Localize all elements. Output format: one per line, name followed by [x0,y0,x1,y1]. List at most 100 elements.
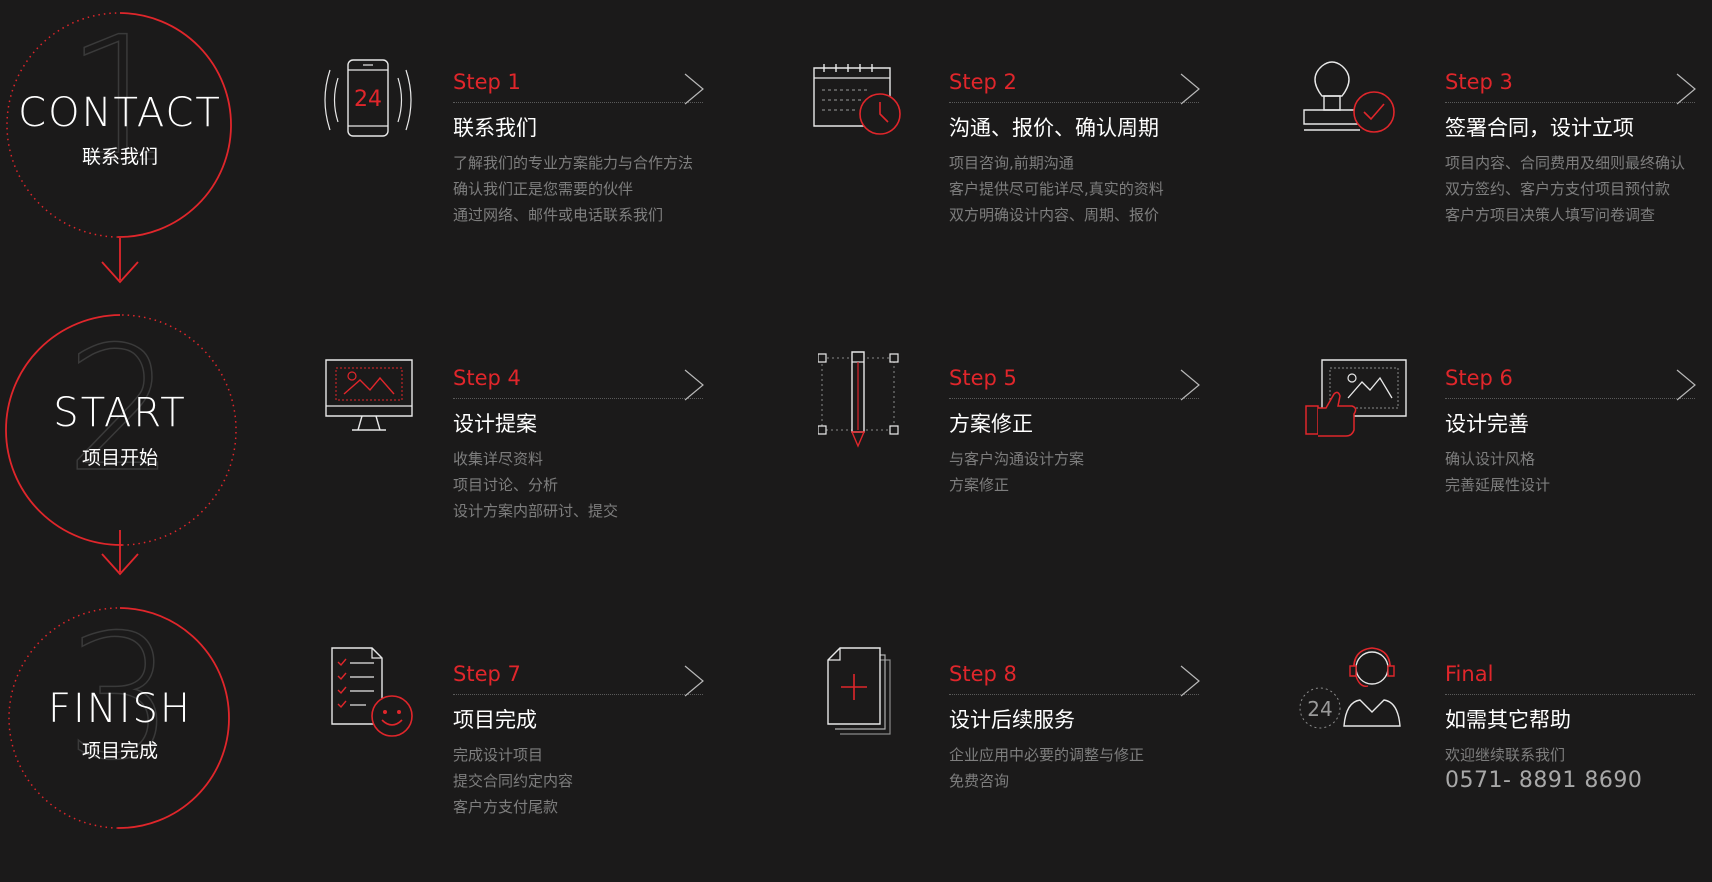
step-detail-line: 通过网络、邮件或电话联系我们 [453,206,664,224]
step-detail-line: 客户方项目决策人填写问卷调查 [1445,206,1656,224]
down-arrow-icon [101,238,139,284]
contact-phone-number: 0571- 8891 8690 [1445,768,1643,793]
step-details: 项目咨询,前期沟通 客户提供尽可能详尽,真实的资料 双方明确设计内容、周期、报价 [949,150,1164,228]
dotted-divider [1445,102,1695,103]
step-title: 联系我们 [453,116,537,140]
checklist-smile-icon [330,646,416,738]
chevron-right-icon [684,73,704,105]
phase-digit: 3 [65,597,176,798]
dotted-divider [453,398,703,399]
step-label: Step 8 [949,662,1017,686]
step-detail-line: 免费咨询 [949,772,1010,790]
dotted-divider [453,694,703,695]
phase-digit: 1 [65,0,176,200]
phase-subtitle: 联系我们 [81,146,158,168]
icon-24-text: 24 [354,87,382,112]
phase-start: 2 START 项目开始 [0,310,240,550]
step-detail-line: 完善延展性设计 [1445,476,1551,494]
phase-subtitle: 项目开始 [81,447,158,469]
chevron-right-icon [684,665,704,697]
dotted-divider [949,398,1199,399]
step-detail-line: 确认设计风格 [1445,450,1536,468]
step-2: Step 2 沟通、报价、确认周期 项目咨询,前期沟通 客户提供尽可能详尽,真实… [949,70,1249,290]
phase-ring [8,607,230,829]
support-agent-icon: 24 [1296,646,1408,730]
step-3: Step 3 签署合同，设计立项 项目内容、合同费用及细则最终确认 双方签约、客… [1445,70,1712,290]
icon-24-text: 24 [1307,697,1332,721]
phone-24h-icon: 24 [318,58,418,142]
step-title: 沟通、报价、确认周期 [949,116,1159,140]
step-label: Step 1 [453,70,521,94]
down-arrow-icon [101,530,139,576]
step-details: 完成设计项目 提交合同约定内容 客户方支付尾款 [453,742,573,820]
step-label: Step 3 [1445,70,1513,94]
step-details: 项目内容、合同费用及细则最终确认 双方签约、客户方支付项目预付款 客户方项目决策… [1445,150,1685,228]
step-label: Step 4 [453,366,521,390]
phase-subtitle: 项目完成 [81,740,158,762]
step-details: 欢迎继续联系我们 [1445,742,1565,768]
step-label: Step 6 [1445,366,1513,390]
phase-contact: 1 CONTACT 联系我们 [0,0,240,240]
step-details: 与客户沟通设计方案 方案修正 [949,446,1084,498]
step-title: 签署合同，设计立项 [1445,116,1634,140]
step-detail-line: 客户提供尽可能详尽,真实的资料 [949,180,1164,198]
chevron-right-icon [1180,665,1200,697]
step-title: 设计提案 [453,412,537,436]
phase-title: CONTACT [18,90,222,136]
step-detail-line: 提交合同约定内容 [453,772,574,790]
step-details: 企业应用中必要的调整与修正 免费咨询 [949,742,1144,794]
step-label: Step 5 [949,366,1017,390]
pencil-edit-icon [818,350,902,450]
phase-ring [5,314,237,546]
chevron-right-icon [1676,369,1696,401]
step-1: Step 1 联系我们 了解我们的专业方案能力与合作方法 确认我们正是您需要的伙… [453,70,753,290]
step-detail-line: 客户方支付尾款 [453,798,559,816]
dotted-divider [453,102,703,103]
step-title: 设计后续服务 [949,708,1075,732]
chevron-right-icon [1676,73,1696,105]
step-details: 收集详尽资料 项目讨论、分析 设计方案内部研讨、提交 [453,446,618,524]
dotted-divider [949,694,1199,695]
step-detail-line: 与客户沟通设计方案 [949,450,1085,468]
step-title: 方案修正 [949,412,1033,436]
calendar-clock-icon [812,64,902,138]
step-detail-line: 设计方案内部研讨、提交 [453,502,619,520]
step-final: Final 如需其它帮助 欢迎继续联系我们 0571- 8891 8690 [1445,662,1712,882]
step-detail-line: 项目咨询,前期沟通 [949,154,1074,172]
step-detail-line: 双方签约、客户方支付项目预付款 [1445,180,1671,198]
step-detail-line: 项目内容、合同费用及细则最终确认 [1445,154,1686,172]
step-detail-line: 双方明确设计内容、周期、报价 [949,206,1160,224]
step-detail-line: 企业应用中必要的调整与修正 [949,746,1145,764]
step-8: Step 8 设计后续服务 企业应用中必要的调整与修正 免费咨询 [949,662,1249,882]
step-detail-line: 方案修正 [949,476,1010,494]
chevron-right-icon [1180,73,1200,105]
phase-title: START [53,390,187,436]
step-detail-line: 确认我们正是您需要的伙伴 [453,180,634,198]
phase-finish: 3 FINISH 项目完成 [0,598,240,838]
step-6: Step 6 设计完善 确认设计风格 完善延展性设计 [1445,366,1712,586]
step-detail-line: 收集详尽资料 [453,450,544,468]
step-title: 设计完善 [1445,412,1529,436]
monitor-image-icon [324,358,414,434]
step-details: 了解我们的专业方案能力与合作方法 确认我们正是您需要的伙伴 通过网络、邮件或电话… [453,150,693,228]
phase-ring [6,12,232,238]
step-4: Step 4 设计提案 收集详尽资料 项目讨论、分析 设计方案内部研讨、提交 [453,366,753,586]
step-detail-line: 欢迎继续联系我们 [1445,746,1566,764]
document-plus-icon [826,646,896,736]
step-detail-line: 了解我们的专业方案能力与合作方法 [453,154,694,172]
dotted-divider [1445,694,1695,695]
step-label: Step 2 [949,70,1017,94]
step-detail-line: 项目讨论、分析 [453,476,559,494]
dotted-divider [949,102,1199,103]
dotted-divider [1445,398,1695,399]
step-label: Final [1445,662,1494,686]
step-label: Step 7 [453,662,521,686]
thumbs-up-image-icon [1304,358,1408,440]
step-5: Step 5 方案修正 与客户沟通设计方案 方案修正 [949,366,1249,586]
chevron-right-icon [684,369,704,401]
step-details: 确认设计风格 完善延展性设计 [1445,446,1550,498]
step-detail-line: 完成设计项目 [453,746,544,764]
step-title: 项目完成 [453,708,537,732]
step-7: Step 7 项目完成 完成设计项目 提交合同约定内容 客户方支付尾款 [453,662,753,882]
stamp-check-icon [1302,58,1398,140]
